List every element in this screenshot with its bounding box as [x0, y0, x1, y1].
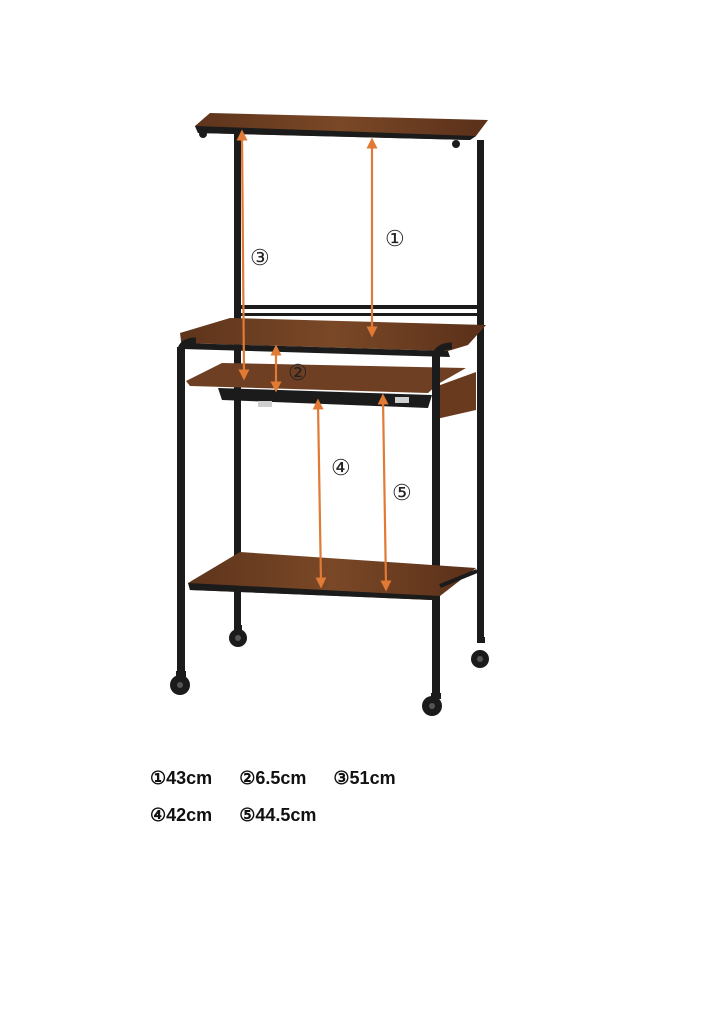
dimension-legend-row-2: ④42cm ⑤44.5cm	[150, 805, 316, 826]
desk-top-edge	[180, 333, 450, 357]
back-rail-upper	[241, 305, 477, 309]
top-shelf-bracket-left	[199, 130, 207, 138]
lower-side-rail	[439, 569, 478, 588]
callout-5: ⑤	[392, 480, 412, 505]
dimension-arrow-4	[312, 398, 327, 589]
desk-cart-illustration	[170, 113, 489, 716]
dimension-arrow-5	[377, 393, 392, 592]
measurement-2: ②6.5cm	[239, 768, 307, 788]
callout-3: ③	[250, 245, 270, 270]
dimension-arrow-3	[236, 129, 250, 381]
front-left-leg	[177, 347, 185, 672]
measurement-3: ③51cm	[333, 768, 396, 788]
caster-back-left	[229, 625, 247, 647]
measurement-5: ⑤44.5cm	[239, 805, 317, 825]
back-rail-lower	[241, 313, 477, 316]
caster-front-right	[422, 693, 442, 716]
measurement-4: ④42cm	[150, 805, 213, 825]
back-right-upright	[477, 140, 484, 640]
front-left-leg-curve	[177, 337, 197, 351]
caster-back-right	[471, 637, 489, 668]
front-right-leg	[432, 352, 440, 694]
top-shelf-bracket-right	[452, 140, 460, 148]
top-shelf-edge	[195, 126, 476, 140]
desk-top	[180, 318, 486, 351]
tray-handle-right	[395, 397, 409, 403]
callout-4: ④	[331, 455, 351, 480]
tray-handle-left	[258, 401, 272, 407]
lower-shelf-edge	[188, 583, 440, 600]
caster-front-left	[170, 671, 190, 695]
dimension-arrows	[236, 129, 392, 592]
callout-2: ②	[288, 360, 308, 385]
front-right-leg-curve	[432, 342, 453, 356]
keyboard-tray	[186, 363, 466, 393]
callout-1: ①	[385, 226, 405, 251]
measurement-1: ①43cm	[150, 768, 213, 788]
side-panel	[432, 372, 476, 420]
dimension-legend-row-1: ①43cm ②6.5cm ③51cm	[150, 768, 396, 789]
